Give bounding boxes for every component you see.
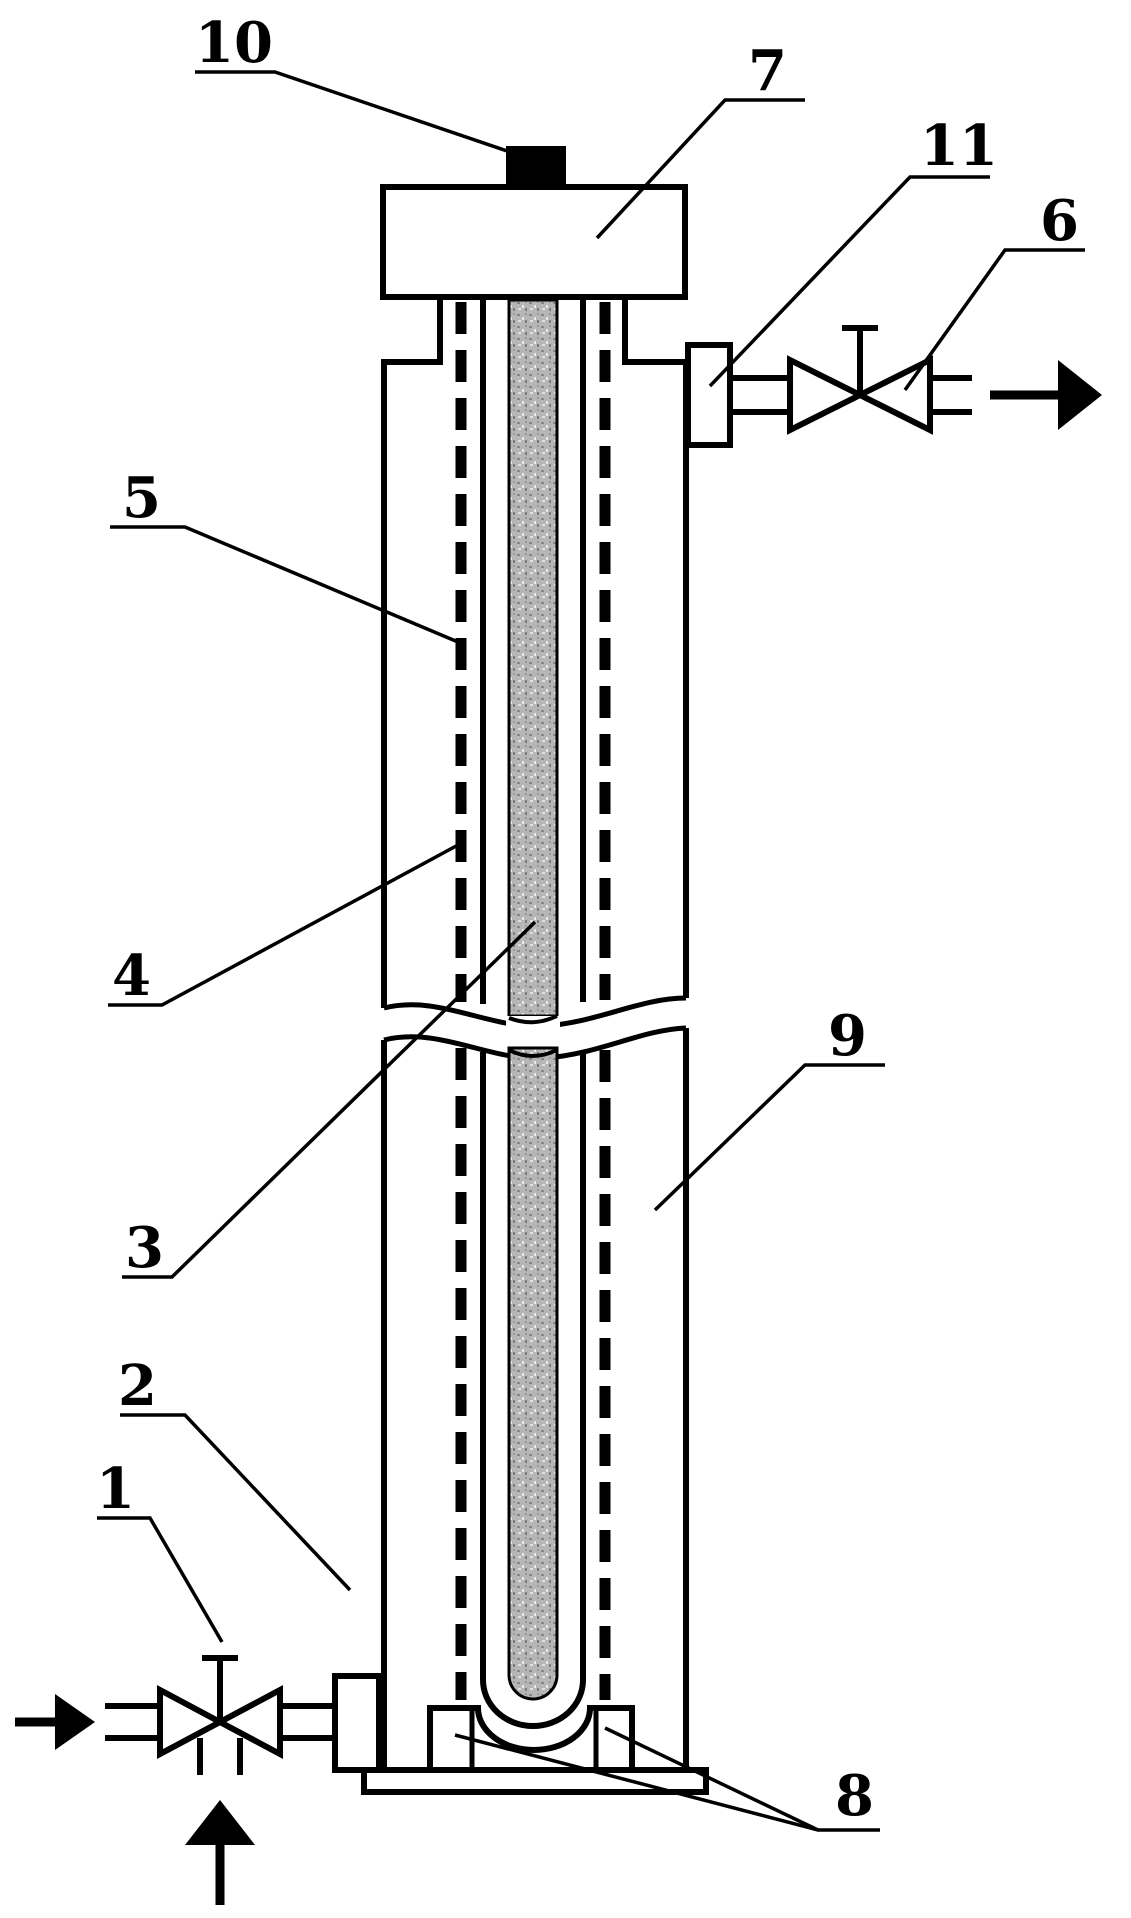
rod-gap-top-edge (508, 1014, 558, 1025)
cap (380, 184, 688, 300)
label-1: 1 (96, 1456, 135, 1522)
leader-11-line (708, 175, 990, 388)
label-4: 4 (112, 943, 151, 1009)
inlet-arrow-tip (55, 1694, 95, 1750)
outer-shell-bottom (381, 1028, 689, 1770)
leader-8-line-b (604, 1726, 819, 1832)
label-7: 7 (748, 38, 787, 104)
leader-10-line (195, 70, 511, 154)
label-9: 9 (828, 1003, 867, 1069)
outer-shell-top (381, 297, 689, 1008)
port-2-flange (332, 1673, 382, 1773)
bottom-arrow-tip (185, 1800, 255, 1845)
tube-u-bottom (480, 1052, 586, 1729)
rod-gap-bottom-edge (508, 1048, 558, 1058)
label-11: 11 (920, 113, 998, 179)
label-3: 3 (125, 1215, 164, 1281)
port-11-flange (685, 342, 733, 448)
leader-7-line (595, 98, 805, 240)
leader-1-line (97, 1516, 224, 1643)
leader-6-line (903, 248, 1085, 392)
leader-5-line (110, 525, 459, 644)
rod-top (507, 298, 559, 1018)
leader-9-line (653, 1063, 885, 1212)
rod-bottom (507, 1046, 559, 1701)
label-8: 8 (835, 1763, 874, 1829)
leader-2-line (120, 1413, 352, 1592)
outlet-arrow-tip (1058, 360, 1102, 430)
label-5: 5 (122, 465, 161, 531)
support-block (427, 1705, 635, 1770)
leader-4-line (108, 843, 459, 1007)
label-10: 10 (195, 10, 273, 76)
base-plate-8 (361, 1767, 709, 1795)
label-2: 2 (118, 1353, 157, 1419)
knob-black (506, 146, 566, 188)
label-6: 6 (1040, 188, 1079, 254)
leader-3-line (122, 920, 537, 1279)
